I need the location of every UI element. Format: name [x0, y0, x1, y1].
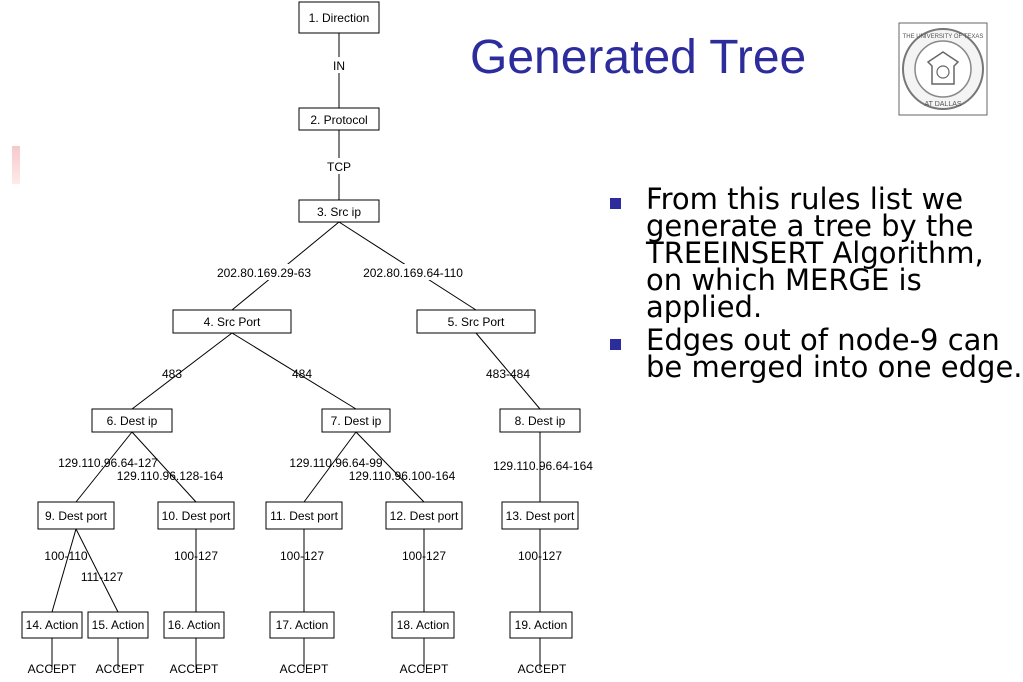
bullet-item: Edges out of node-9 can be merged into o…	[608, 326, 1023, 382]
edge-label: 202.80.169.64-110	[363, 266, 463, 280]
node-label: 14. Action	[26, 618, 79, 632]
seal-text-bottom: AT DALLAS	[924, 101, 961, 108]
node-label: 1. Direction	[309, 11, 370, 25]
edge-label: 100-110	[44, 549, 87, 563]
outcome-label: ACCEPT	[518, 662, 567, 676]
outcome-label: ACCEPT	[280, 662, 329, 676]
edge-label: 111-127	[81, 570, 124, 584]
node-label: 7. Dest ip	[331, 414, 382, 428]
bullet-square-icon	[610, 339, 621, 350]
bullet-list: From this rules list we generate a tree …	[608, 185, 1023, 387]
tree-node: 1. Direction	[298, 1, 380, 34]
node-label: 15. Action	[92, 618, 145, 632]
edge-line	[231, 332, 357, 410]
edge-line	[355, 431, 425, 503]
node-label: 18. Action	[397, 618, 450, 632]
bullet-text: Edges out of node-9 can be merged into o…	[646, 323, 1023, 384]
tree-node: 4. Src Port	[172, 309, 292, 334]
edge-label: 483-484	[486, 367, 530, 381]
node-label: 6. Dest ip	[107, 414, 158, 428]
node-label: 12. Dest port	[390, 509, 459, 523]
tree-node: 10. Dest port	[157, 501, 235, 530]
outcome-label: ACCEPT	[28, 662, 77, 676]
edge-label: 483	[162, 367, 182, 381]
edge-label: 100-127	[402, 549, 446, 563]
tree-node: 15. Action	[87, 611, 149, 639]
outcome-label: ACCEPT	[170, 662, 219, 676]
tree-node: 18. Action	[391, 611, 455, 639]
outcome-label: ACCEPT	[400, 662, 449, 676]
slide-title: Generated Tree	[470, 31, 807, 84]
edge-label: 129.110.96.64-164	[493, 459, 593, 473]
edge-label: 100-127	[174, 549, 218, 563]
node-label: 9. Dest port	[45, 509, 108, 523]
tree-node: 11. Dest port	[265, 501, 343, 530]
edge-label: 129.110.96.100-164	[349, 469, 456, 483]
tree-node: 6. Dest ip	[91, 408, 173, 433]
node-label: 17. Action	[276, 618, 329, 632]
node-label: 4. Src Port	[204, 315, 261, 329]
outcome-label: ACCEPT	[96, 662, 145, 676]
node-label: 8. Dest ip	[515, 414, 566, 428]
seal-text-top: THE UNIVERSITY OF TEXAS	[903, 34, 984, 40]
tree-node: 17. Action	[269, 611, 335, 639]
node-label: 19. Action	[515, 618, 568, 632]
tree-node: 9. Dest port	[37, 501, 115, 530]
tree-node: 12. Dest port	[385, 501, 463, 530]
edge-line	[475, 332, 541, 410]
node-label: 10. Dest port	[162, 509, 231, 523]
edge-label: IN	[333, 59, 345, 73]
edge-line	[75, 528, 119, 613]
edge-line	[51, 528, 77, 613]
node-label: 11. Dest port	[270, 509, 338, 523]
tree-node: 7. Dest ip	[321, 408, 391, 433]
tree-node: 16. Action	[163, 611, 225, 639]
node-label: 2. Protocol	[310, 113, 367, 127]
tree-node: 13. Dest port	[501, 501, 579, 530]
edge-label: 129.110.96.64-127	[58, 456, 158, 470]
node-label: 16. Action	[168, 618, 221, 632]
edge-label: 100-127	[518, 549, 562, 563]
edge-label: 100-127	[280, 549, 324, 563]
edge-label: 202.80.169.29-63	[217, 266, 311, 280]
bullet-item: From this rules list we generate a tree …	[608, 185, 1023, 322]
tree-node: 19. Action	[509, 611, 573, 639]
edge-line	[131, 431, 197, 503]
node-label: 5. Src Port	[448, 315, 505, 329]
edge-line	[303, 431, 357, 503]
node-label: 3. Src ip	[317, 205, 361, 219]
edge-label: TCP	[327, 160, 351, 174]
bullet-square-icon	[610, 198, 621, 209]
edge-label: 129.110.96.64-99	[289, 456, 383, 470]
tree-node: 8. Dest ip	[499, 408, 581, 433]
edge-label: 129.110.96.128-164	[117, 469, 224, 483]
tree-node: 5. Src Port	[416, 309, 536, 334]
edge-line	[75, 431, 133, 503]
bullet-text: From this rules list we generate a tree …	[646, 182, 984, 324]
decorative-red-mark	[12, 146, 20, 184]
tree-node: 2. Protocol	[298, 107, 380, 131]
node-label: 13. Dest port	[506, 509, 575, 523]
tree-node: 3. Src ip	[298, 199, 380, 223]
university-seal-logo: THE UNIVERSITY OF TEXAS AT DALLAS	[898, 22, 988, 116]
tree-node: 14. Action	[21, 611, 83, 639]
edge-line	[131, 332, 233, 410]
edge-label: 484	[292, 367, 312, 381]
